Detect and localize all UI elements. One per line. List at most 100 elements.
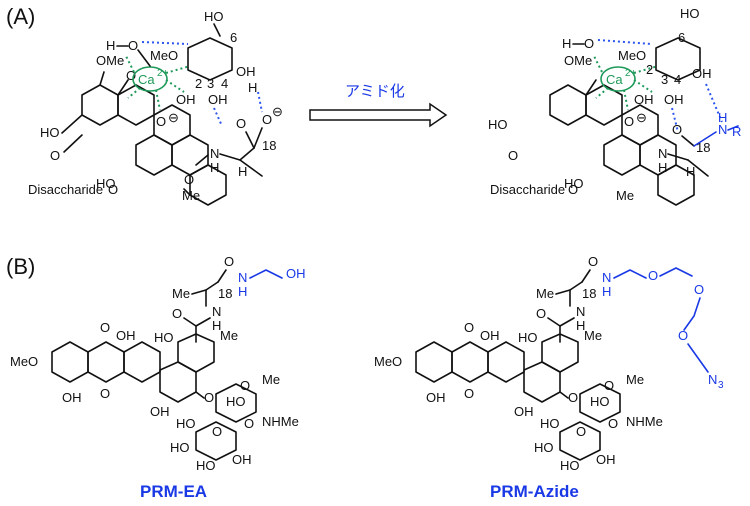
me-top-label: Me	[172, 286, 190, 301]
h-top-label: H	[562, 36, 571, 51]
calcium-label: Ca	[138, 72, 155, 87]
h-label: H	[602, 284, 611, 299]
o-label: O	[588, 254, 598, 269]
me-ring-label: Me	[220, 328, 238, 343]
minus-carbox: ⊖	[272, 104, 283, 119]
num-6: 6	[678, 30, 685, 45]
ho6-label: HO	[204, 9, 224, 24]
right-structure-a: OMe HO O O ⊖ Ca 2+ H O MeO 2 3 4 6 HO OH…	[488, 6, 741, 206]
num-2: 2	[195, 76, 202, 91]
ho-s3-label: HO	[170, 440, 190, 455]
h-alpha-label: H	[238, 164, 247, 179]
me-ring-label: Me	[584, 328, 602, 343]
panel-b-label: (B)	[6, 254, 35, 279]
arrow-label: アミド化	[345, 83, 405, 100]
disaccharide-label: Disaccharide	[28, 182, 103, 197]
compound-name-prm-ea: PRM-EA	[140, 482, 207, 501]
ho-s3-label: HO	[534, 440, 554, 455]
me-s-label: Me	[262, 372, 280, 387]
oh-sugar-label: OH	[692, 66, 712, 81]
sugar-rings	[559, 383, 621, 461]
o-s2-label: O	[244, 416, 254, 431]
calcium-ring	[600, 66, 636, 92]
o-s1-label: O	[604, 378, 614, 393]
tetracyclic-core	[51, 333, 215, 403]
o-amide-label: O	[184, 172, 194, 187]
n-label: N	[238, 270, 247, 285]
calcium-ring	[132, 66, 168, 92]
ho-ring-label: HO	[40, 125, 60, 140]
nh-n-label: N	[212, 304, 221, 319]
oh-bottom-label: OH	[514, 404, 534, 419]
meo-label: MeO	[374, 354, 402, 369]
o-amide-label: O	[536, 306, 546, 321]
sugar-ring	[655, 37, 701, 81]
o-s3-label: O	[576, 424, 586, 439]
calcium-label: Ca	[606, 72, 623, 87]
o-link-label: O	[204, 390, 214, 405]
num-18: 18	[262, 138, 276, 153]
reaction-arrow: アミド化	[309, 83, 448, 128]
ho-s2-label: HO	[176, 416, 196, 431]
o-q1-label: O	[100, 320, 110, 335]
me-s-label: Me	[626, 372, 644, 387]
ho1-label: HO	[154, 330, 174, 345]
left-structure-b: Me O 18 N H OH N H O HO Me MeO O OH OH O…	[10, 254, 306, 501]
oh-q-label: OH	[480, 328, 500, 343]
n3-subscript: 3	[718, 380, 724, 391]
ho-s4-label: HO	[560, 458, 580, 473]
nhme-label: NHMe	[262, 414, 299, 429]
o-s2-label: O	[608, 416, 618, 431]
ring-system	[549, 79, 695, 206]
o-minus-label: O	[624, 114, 634, 129]
o-glycoside-label: O	[108, 182, 118, 197]
nh-h-label: H	[576, 318, 585, 333]
nh-h-label: H	[658, 160, 667, 175]
disaccharide-label: Disaccharide	[490, 182, 565, 197]
o-top-label: O	[584, 36, 594, 51]
nh-h-label: H	[210, 160, 219, 175]
n3-label: N	[708, 372, 717, 387]
oh-s-label: OH	[232, 452, 252, 467]
amide-h-label: H	[718, 110, 727, 125]
oh-q2-label: OH	[426, 390, 446, 405]
meo-sugar-label: MeO	[618, 48, 646, 63]
oh1-label: OH	[176, 92, 196, 107]
ho-bottom-label: HO	[96, 176, 116, 191]
o-s1-label: O	[240, 378, 250, 393]
amide-r-label: R	[732, 124, 741, 139]
o-peg3-label: O	[678, 328, 688, 343]
o-q2-label: O	[100, 386, 110, 401]
num-3: 3	[207, 76, 214, 91]
left-structure-a: OMe HO O O O ⊖ Ca 2+ H O MeO 2 3 4 6 HO	[28, 9, 283, 206]
o-minus-label: O	[156, 114, 166, 129]
meo-label: MeO	[10, 354, 38, 369]
o-carbox-minus: O	[262, 112, 272, 127]
num18-label: 18	[582, 286, 596, 301]
ho-ring-label: HO	[488, 117, 508, 132]
ome-label: OMe	[96, 53, 124, 68]
o-carbox-label: O	[236, 116, 246, 131]
h-alpha-label: H	[686, 164, 695, 179]
num-4: 4	[674, 72, 681, 87]
o-amide-label: O	[172, 306, 182, 321]
ho6-label: HO	[680, 6, 700, 21]
panel-a-label: (A)	[6, 4, 35, 29]
nh-n-label: N	[576, 304, 585, 319]
ho-bottom-label: HO	[564, 176, 584, 191]
num-18: 18	[696, 140, 710, 155]
compound-name-prm-azide: PRM-Azide	[490, 482, 579, 501]
o-s3-label: O	[212, 424, 222, 439]
h-top-label: H	[106, 38, 115, 53]
calcium-charge: 2+	[157, 68, 169, 79]
oh-sugar3-label: OH	[236, 64, 256, 79]
nh-n-label: N	[210, 146, 219, 161]
o-peg2-label: O	[694, 282, 704, 297]
ho-s1-label: HO	[590, 394, 610, 409]
o-peg1-label: O	[648, 268, 658, 283]
nh-h-label: H	[212, 318, 221, 333]
oh-bottom-label: OH	[150, 404, 170, 419]
o-amide-label: O	[672, 122, 682, 137]
o-label: O	[224, 254, 234, 269]
right-structure-b: Me O 18 N H O O O N 3 N H O HO Me MeO	[374, 254, 724, 501]
